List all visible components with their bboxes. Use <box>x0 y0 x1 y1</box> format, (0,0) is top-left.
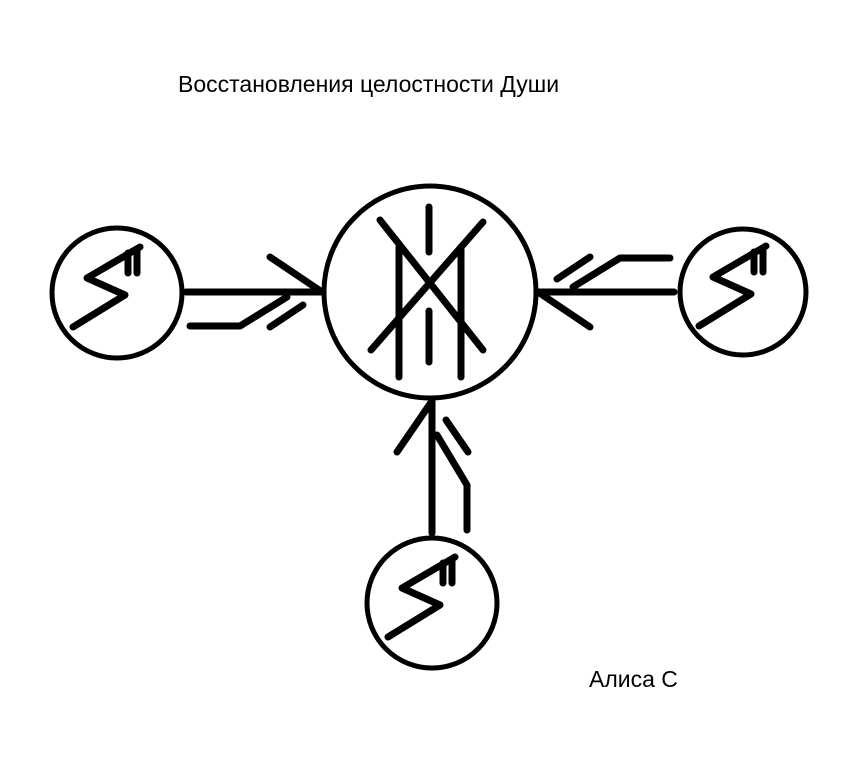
central-bindrune-node <box>321 183 539 401</box>
sowilo-rune-icon <box>388 557 455 637</box>
diagram-title: Восстановления целостности Души <box>178 71 560 97</box>
sowilo-rune-icon <box>699 246 766 326</box>
right-rune-node <box>677 226 809 358</box>
bottom-arrow-icon <box>393 397 472 537</box>
left-arrow-icon <box>186 257 322 327</box>
bottom-rune-node <box>364 535 500 671</box>
left-rune-node <box>49 225 185 361</box>
author-signature: Алиса С <box>589 666 678 692</box>
right-arrow-icon <box>538 257 674 327</box>
sowilo-rune-icon <box>73 247 140 327</box>
bindrune-icon <box>367 203 487 381</box>
